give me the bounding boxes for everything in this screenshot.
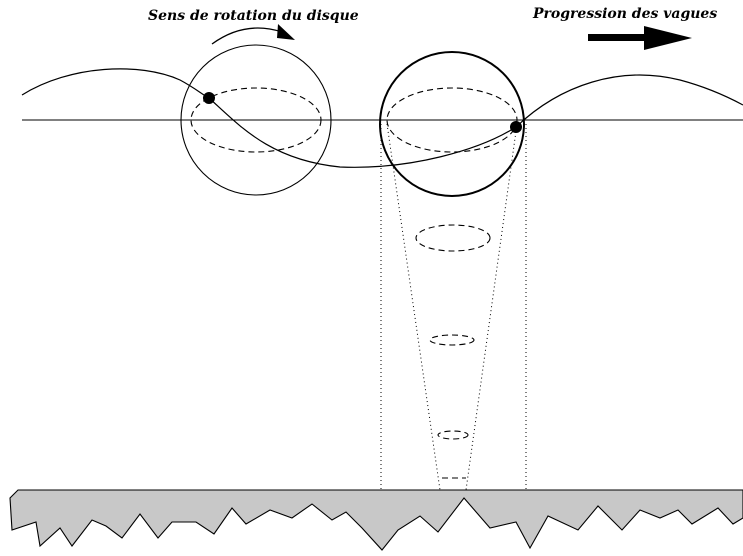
right-orbit-disk: [379, 51, 525, 197]
wave-profile: [21, 68, 743, 168]
rotation-label: Sens de rotation du disque: [148, 8, 359, 24]
progression-arrow-icon: [588, 26, 692, 50]
orbit-decay-cone: [386, 123, 518, 491]
deep-orbits: [415, 224, 491, 479]
left-orbit-disk: [180, 44, 332, 196]
progression-label: Progression des vagues: [532, 6, 717, 22]
rotation-arrow-icon: [211, 24, 295, 45]
seabed: [9, 489, 743, 551]
projection-lines: [380, 124, 527, 490]
